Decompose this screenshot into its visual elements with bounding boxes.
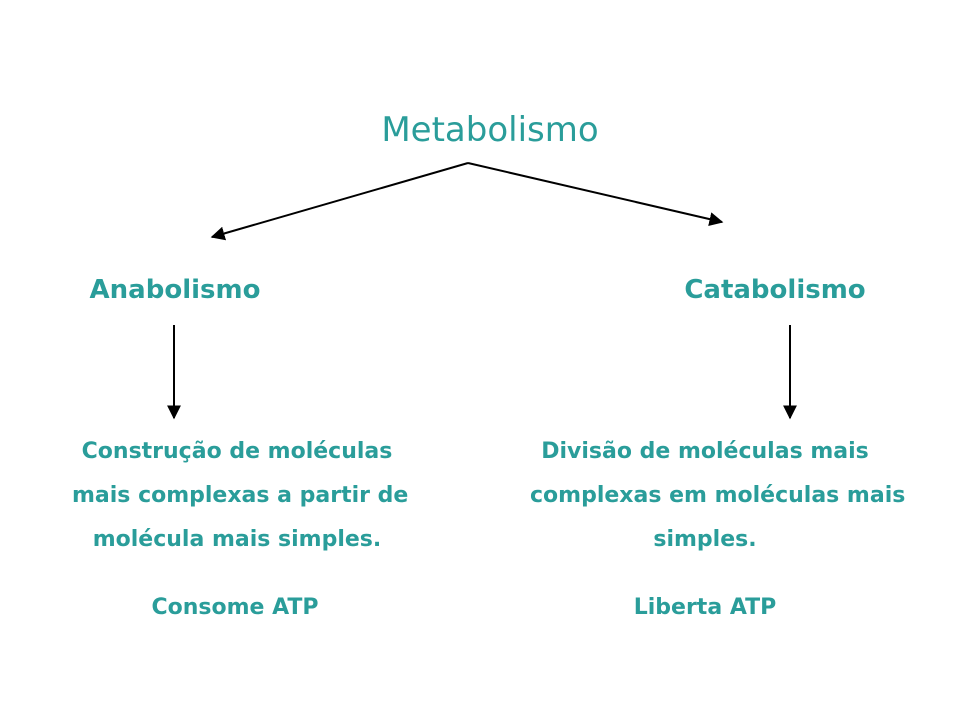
- catabolismo-description-line: complexas em moléculas mais: [530, 483, 906, 508]
- catabolismo-description-line: Divisão de moléculas mais: [541, 439, 869, 464]
- root-node-label: Metabolismo: [381, 110, 599, 150]
- anabolismo-description-line: Construção de moléculas: [81, 439, 393, 464]
- anabolismo-description-line: molécula mais simples.: [92, 527, 382, 552]
- arrow-root-to-anabolismo: [210, 162, 469, 241]
- anabolismo-node-label: Anabolismo: [89, 275, 261, 305]
- arrow-root-to-catabolismo: [467, 162, 724, 226]
- catabolismo-description-line: simples.: [653, 527, 757, 552]
- catabolismo-description: Divisão de moléculas mais complexas em m…: [530, 430, 906, 562]
- anabolismo-description-line: mais complexas a partir de: [72, 483, 409, 508]
- catabolismo-node-label: Catabolismo: [684, 275, 866, 305]
- anabolismo-description: Construção de moléculas mais complexas a…: [72, 430, 409, 562]
- anabolismo-energy-label: Consome ATP: [151, 595, 319, 620]
- catabolismo-energy-label: Liberta ATP: [633, 595, 777, 620]
